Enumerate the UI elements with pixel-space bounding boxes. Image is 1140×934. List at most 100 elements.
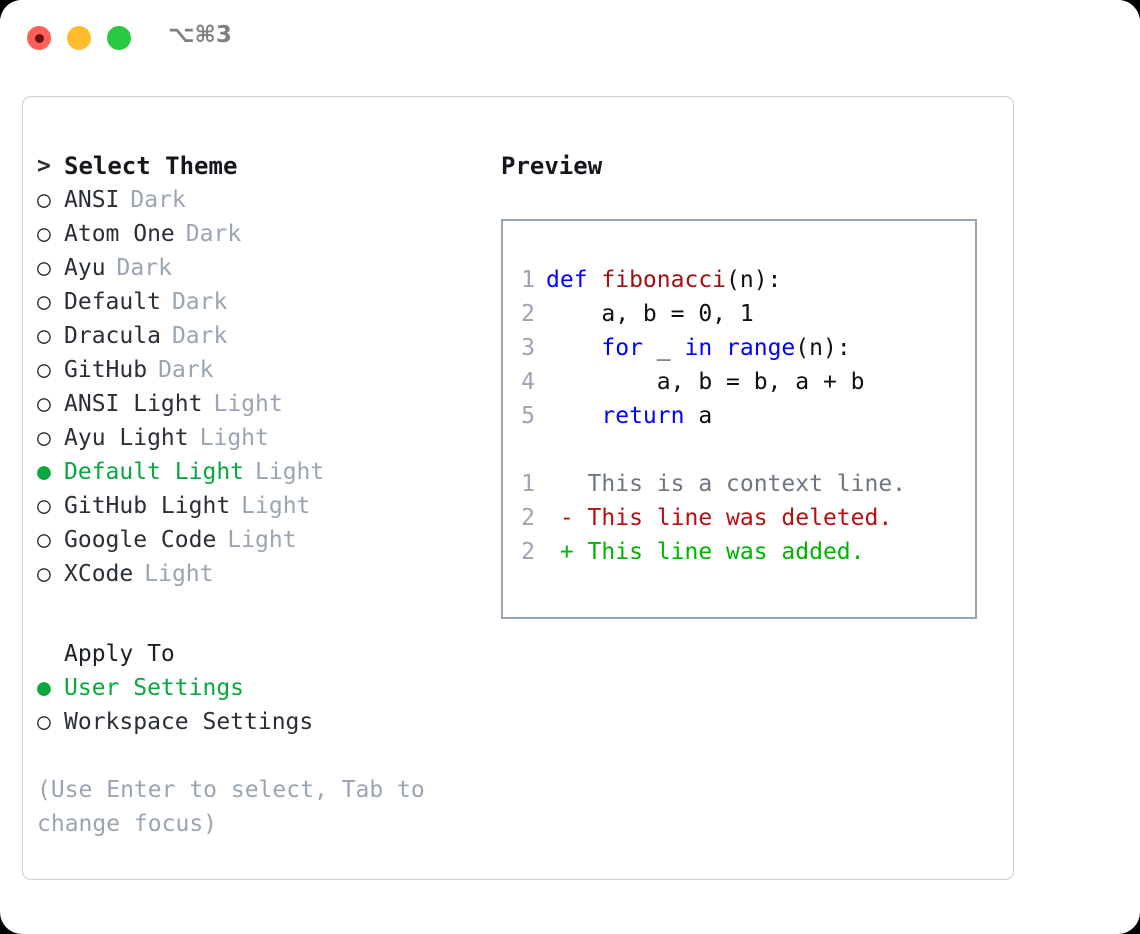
radio-unselected-icon: ○ [37, 425, 51, 451]
theme-name-label: Default Light [64, 459, 245, 485]
line-number: 1 [521, 267, 535, 293]
diff-line: 2 + This line was added. [521, 535, 965, 569]
selection-caret-icon: > [37, 153, 51, 179]
theme-variant-badge: Light [144, 561, 214, 587]
theme-name-label: Ayu Light [64, 425, 189, 451]
code-token: range [726, 335, 796, 361]
radio-unselected-icon: ○ [37, 323, 51, 349]
code-token [546, 403, 601, 429]
section-gap [37, 591, 477, 637]
radio-selected-icon: ● [37, 675, 51, 701]
theme-variant-badge: Light [199, 425, 269, 451]
line-number: 2 [521, 539, 535, 565]
line-number: 1 [521, 471, 535, 497]
theme-list-item[interactable]: ○ XCode Light [37, 557, 477, 591]
apply-to-option-label: Workspace Settings [64, 709, 314, 735]
theme-variant-badge: Dark [158, 357, 214, 383]
code-token: (n): [726, 267, 782, 293]
theme-variant-badge: Dark [171, 289, 228, 315]
line-number: 4 [521, 369, 535, 395]
code-token: fibonacci [601, 267, 727, 293]
radio-unselected-icon: ○ [37, 709, 51, 735]
apply-to-option[interactable]: ○ Workspace Settings [37, 705, 477, 739]
title-bar: ⌥⌘3 [0, 0, 1140, 78]
theme-list-item[interactable]: ○ ANSI Light Light [37, 387, 477, 421]
minimize-button-icon[interactable] [67, 26, 91, 50]
diff-line-text: + This line was added. [546, 539, 865, 565]
theme-variant-badge: Light [255, 459, 325, 485]
keyboard-hint-text: (Use Enter to select, Tab to change focu… [37, 777, 425, 837]
theme-name-label: XCode [64, 561, 134, 587]
diff-line-text: This is a context line. [546, 471, 907, 497]
code-token [712, 335, 726, 361]
code-token: def [546, 267, 602, 293]
line-number: 5 [521, 403, 535, 429]
radio-unselected-icon: ○ [37, 357, 51, 383]
apply-to-list: ●User Settings ○ Workspace Settings [37, 671, 477, 739]
code-line: 4 a, b = b, a + b [521, 365, 965, 399]
theme-list-item[interactable]: ○ Ayu Light Light [37, 421, 477, 455]
theme-variant-badge: Light [227, 527, 297, 553]
hint-gap [37, 739, 477, 773]
radio-unselected-icon: ○ [37, 255, 51, 281]
radio-selected-icon: ● [37, 459, 51, 485]
theme-name-label: GitHub [64, 357, 148, 383]
theme-name-label: Ayu [64, 255, 106, 281]
diff-gap [521, 433, 965, 467]
radio-unselected-icon: ○ [37, 391, 51, 417]
radio-unselected-icon: ○ [37, 527, 51, 553]
code-line: 5 return a [521, 399, 965, 433]
theme-name-label: GitHub Light [64, 493, 231, 519]
radio-unselected-icon: ○ [37, 493, 51, 519]
theme-list-item[interactable]: ● Default Light Light [37, 455, 477, 489]
theme-variant-badge: Dark [185, 221, 242, 247]
maximize-button-icon[interactable] [107, 26, 131, 50]
apply-to-option[interactable]: ●User Settings [37, 671, 477, 705]
line-number: 2 [521, 505, 535, 531]
code-line: 3 for _ in range(n): [521, 331, 965, 365]
theme-name-label: ANSI Light [64, 391, 203, 417]
apply-to-header: Apply To [37, 637, 477, 671]
code-token: a, b = 0, 1 [546, 301, 754, 327]
line-number: 2 [521, 301, 535, 327]
radio-unselected-icon: ○ [37, 187, 51, 213]
theme-name-label: Google Code [64, 527, 217, 553]
radio-unselected-icon: ○ [37, 561, 51, 587]
theme-list-item[interactable]: ○ GitHub Dark [37, 353, 477, 387]
theme-name-label: Atom One [64, 221, 175, 247]
diff-line: 2 - This line was deleted. [521, 501, 965, 535]
theme-list-item[interactable]: ○ Google Code Light [37, 523, 477, 557]
preview-title: Preview [501, 152, 603, 180]
diff-line-text: - This line was deleted. [546, 505, 893, 531]
code-token: for [601, 335, 643, 361]
close-button-icon[interactable] [27, 26, 51, 50]
theme-variant-badge: Dark [171, 323, 228, 349]
radio-unselected-icon: ○ [37, 289, 51, 315]
code-token: a, b = b, a + b [546, 369, 865, 395]
code-token: _ [642, 335, 685, 361]
code-line: 2 a, b = 0, 1 [521, 297, 965, 331]
theme-variant-badge: Light [213, 391, 283, 417]
line-number: 3 [521, 335, 535, 361]
code-token: (n): [795, 335, 851, 361]
theme-name-label: ANSI [64, 187, 120, 213]
code-line: 1 def fibonacci(n): [521, 263, 965, 297]
keyboard-shortcut-label: ⌥⌘3 [168, 22, 232, 48]
code-token: a [684, 403, 713, 429]
diff-line: 1 This is a context line. [521, 467, 965, 501]
theme-list-header: > Select Theme [37, 149, 477, 183]
code-token [546, 335, 601, 361]
